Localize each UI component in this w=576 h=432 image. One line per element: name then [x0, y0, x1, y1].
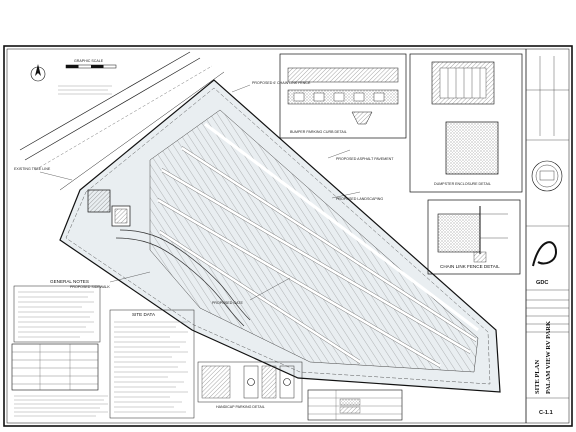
dumpster-enclosure-detail: DUMPSTER ENCLOSURE DETAIL: [409, 53, 523, 193]
project-name: PALAM VIEW RV PARK: [545, 321, 552, 394]
title-block: GDC SITE PLAN PALAM VIEW RV PARK C-1.1: [525, 49, 569, 423]
bumper-curb-detail: BUMPER PARKING CURB DETAIL: [279, 53, 407, 139]
site-plan-area: PROPOSED 6' CHAIN LINK FENCE PROPOSED AS…: [14, 51, 501, 393]
handicap-detail-title: HANDICAP PARKING DETAIL: [216, 405, 265, 409]
office-building: [87, 189, 111, 213]
firm-logo: GDC: [532, 241, 558, 286]
bumper-detail-title: BUMPER PARKING CURB DETAIL: [290, 130, 347, 134]
notes-title: GENERAL NOTES: [50, 279, 89, 284]
north-arrow-icon: [30, 64, 46, 82]
graphic-scale-label: GRAPHIC SCALE: [74, 59, 104, 63]
dumpster-detail-title: DUMPSTER ENCLOSURE DETAIL: [434, 182, 491, 186]
sheet-number: C-1.1: [539, 410, 553, 416]
callout-proposed-fence: PROPOSED 6' CHAIN LINK FENCE: [252, 81, 311, 85]
site-data-section: SITE DATA: [109, 309, 195, 419]
engineer-seal: [531, 160, 563, 192]
paving-legend: [307, 389, 403, 421]
callout-proposed-landscaping: PROPOSED LANDSCAPING: [336, 197, 383, 201]
callout-proposed-asphalt: PROPOSED ASPHALT PAVEMENT: [336, 157, 394, 161]
handicap-parking-detail: HANDICAP PARKING DETAIL: [197, 361, 303, 409]
legend-table: [11, 343, 99, 391]
svg-text:GDC: GDC: [536, 280, 548, 286]
drive-aisles: [157, 122, 479, 368]
chain-link-detail-title: CHAIN LINK FENCE DETAIL: [440, 264, 500, 269]
graphic-scale-bar: [65, 64, 117, 69]
chain-link-fence-detail: CHAIN LINK FENCE DETAIL: [427, 199, 521, 275]
handicap-symbol-icon: [247, 378, 255, 386]
site-data-title: SITE DATA: [132, 312, 156, 317]
notes-section: GENERAL NOTES: [11, 279, 108, 417]
drawing-title: SITE PLAN: [534, 360, 541, 394]
callout-existing-tree-line: EXISTING TREE LINE: [14, 167, 51, 171]
callout-proposed-sidewalk: PROPOSED SIDEWALK: [70, 285, 110, 289]
callout-proposed-gate: PROPOSED GATE: [212, 301, 243, 305]
